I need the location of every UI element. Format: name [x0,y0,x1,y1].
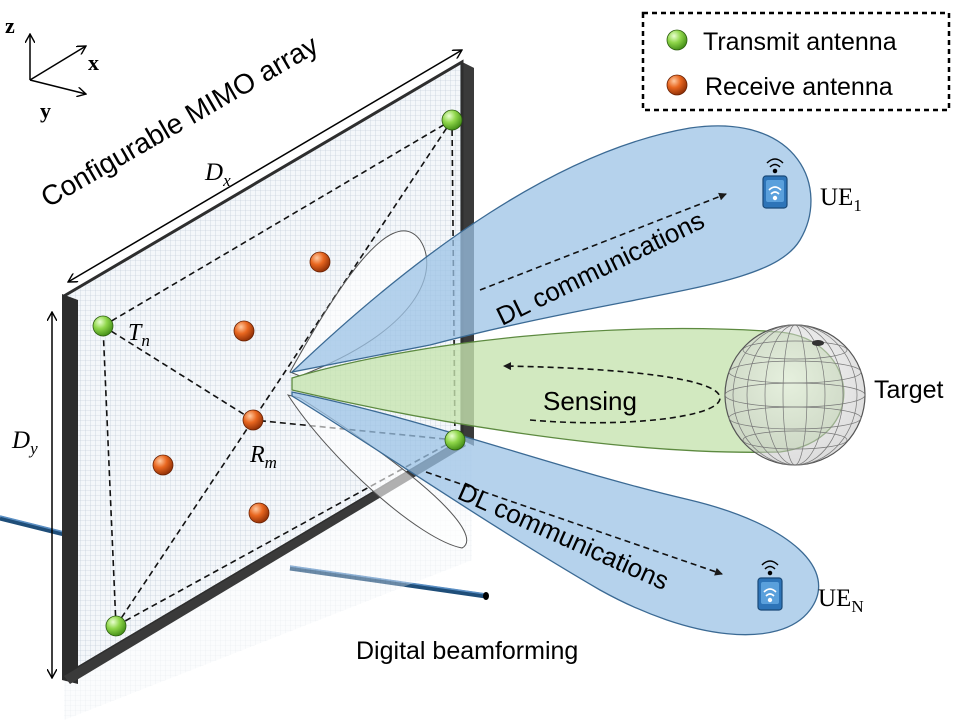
beam-arrows [425,192,727,576]
wifi-icon [761,560,779,576]
ue-n-label: UEN [818,585,864,616]
transmit-antenna [105,615,127,637]
beam-dl-bottom [291,391,820,636]
panel-shadow [64,440,472,720]
ue-1-label: UE1 [820,184,862,215]
axis-y-label: y [40,98,51,123]
receive-antenna [242,409,264,431]
legend-receive-label: Receive antenna [705,73,893,101]
tn-label: Tn [128,320,150,350]
legend-transmit-label: Transmit antenna [703,28,897,56]
transmit-antenna [92,315,114,337]
rm-label: Rm [249,442,277,472]
receive-antenna [309,251,331,273]
sensing-label: Sensing [543,386,637,416]
axis-z-label: z [5,13,15,38]
receive-antenna [233,320,255,342]
target-label: Target [874,376,944,404]
beam-dl-top [289,125,812,374]
legend: Transmit antenna Receive antenna [641,11,951,112]
axis-x-label: x [88,50,99,75]
dx-label: Dx [204,159,231,190]
receive-antenna [248,502,270,524]
beamforming-label: Digital beamforming [356,637,578,665]
beam-lobes [286,125,845,636]
target-sphere [724,324,866,466]
wifi-icon [763,588,777,603]
transmit-antenna [444,429,466,451]
transmit-antenna [441,109,463,131]
receive-antenna [152,454,174,476]
dy-label: Dy [11,427,38,458]
legend-transmit-swatch [666,29,688,51]
wifi-icon [766,158,784,174]
wifi-icon [768,186,782,201]
legend-receive-swatch [666,74,688,96]
ue-1-device [762,158,788,209]
axes-indicator: z x y [5,13,99,123]
ue-n-device [757,560,783,611]
